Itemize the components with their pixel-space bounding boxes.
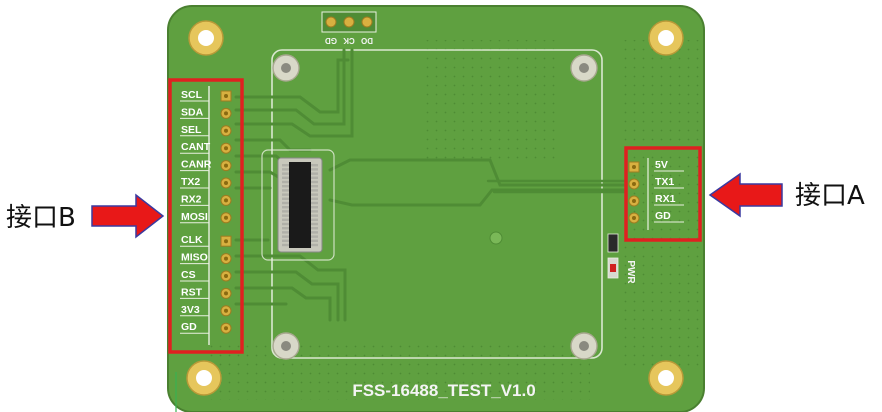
ic-pin — [311, 214, 318, 217]
ic-pin — [311, 227, 318, 230]
top-header-label-ck: CK — [343, 36, 355, 45]
interface-a-pin-label: TX1 — [655, 176, 674, 188]
interface-b-pin-label: SEL — [181, 124, 202, 136]
interface-a-pin-label: 5V — [655, 159, 668, 171]
ic-pin — [311, 222, 318, 226]
fiducial — [489, 231, 503, 245]
interface-b-pin-hole — [224, 256, 228, 261]
ic-pin — [282, 185, 289, 188]
ic-pin — [282, 176, 289, 179]
inner-outline — [271, 49, 603, 359]
ic-pin — [282, 197, 289, 200]
arrow-to-interface-a — [708, 172, 783, 218]
interface-b-pin-hole — [224, 111, 228, 116]
interface-a-highlight — [624, 146, 702, 242]
ic-pin — [311, 180, 318, 184]
interface-b-pin-hole — [224, 215, 228, 220]
interface-b-pin-label: CANR — [181, 159, 212, 171]
interface-a-pin-hole — [632, 182, 636, 186]
interface-a-pin-label: GD — [655, 210, 671, 222]
interface-b-pin-label: CLK — [181, 234, 203, 246]
interface-b-pin-label: MOSI — [181, 211, 208, 223]
pwr-label: PWR — [625, 260, 636, 284]
ic-pin — [282, 239, 289, 242]
interface-b-pin-hole — [224, 198, 228, 203]
interface-b-pin-label: TX2 — [181, 176, 200, 188]
interface-b-pin-label: CANT — [181, 141, 211, 153]
interface-b-pin-label: MISO — [181, 252, 208, 264]
ic-pin — [282, 235, 289, 238]
ic-pin — [311, 185, 318, 188]
ic-pin — [282, 168, 289, 171]
interface-b-pin-hole — [224, 181, 228, 185]
ic-chip — [277, 157, 323, 253]
interface-b-highlight — [168, 78, 244, 354]
interface-b-pin-label: RX2 — [181, 193, 202, 205]
interface-a-pin-label: RX1 — [655, 193, 676, 205]
ic-pin — [311, 206, 318, 209]
interface-a-pin-hole — [632, 165, 636, 169]
arrow-to-interface-b — [91, 193, 165, 239]
ic-pin — [282, 206, 289, 209]
interface-a-pin-hole — [632, 199, 636, 203]
ic-pin — [282, 214, 289, 217]
mounting-holes — [186, 20, 684, 396]
interface-a-pin-hole — [632, 216, 636, 220]
ic-pin — [282, 164, 289, 167]
interface-b-pin-hole — [224, 146, 228, 151]
ic-pin — [311, 218, 318, 221]
ic-pin — [311, 197, 318, 200]
ic-pin — [282, 210, 289, 213]
pwr-led: PWR — [607, 233, 636, 284]
ic-pin — [311, 235, 318, 238]
ic-pin — [282, 222, 289, 226]
ic-pin — [311, 201, 318, 205]
ic-pin — [311, 239, 318, 242]
top-header: GD CK DO — [321, 11, 377, 45]
interface-b-pin-hole — [224, 239, 228, 244]
ic-pin — [311, 210, 318, 213]
interface-b-pin-hole — [224, 128, 228, 133]
board-title: FSS-16488_TEST_V1.0 — [352, 381, 535, 400]
trace-area — [261, 149, 335, 261]
interface-b-pin-hole — [224, 291, 228, 296]
interface-b-pin-label: 3V3 — [181, 304, 200, 316]
interface-b-pin-label: RST — [181, 286, 203, 298]
interface-b-pin-hole — [224, 274, 228, 278]
interface-b-pin-hole — [224, 94, 228, 98]
interface-b-pin-label: GD — [181, 321, 197, 333]
interface-b-pin-hole — [224, 163, 228, 168]
ic-pin — [282, 227, 289, 230]
interface-b-pin-label: CS — [181, 269, 196, 281]
callout-interface-b: 接口B — [6, 203, 76, 233]
ic-pin — [282, 193, 289, 196]
ic-pin — [282, 189, 289, 192]
pcb-board — [167, 5, 705, 412]
ic-pin — [311, 193, 318, 196]
top-header-label-do: DO — [361, 36, 373, 45]
top-header-label-gd: GD — [325, 36, 337, 45]
interface-b-pin-hole — [224, 308, 228, 313]
ic-pin — [311, 243, 318, 247]
ic-pin — [282, 243, 289, 247]
ic-pin — [282, 180, 289, 184]
ic-pin — [311, 176, 318, 179]
via-field-top — [420, 40, 560, 160]
ic-pin — [311, 164, 318, 167]
interface-b-pin-label: SCL — [181, 89, 203, 101]
ic-pin — [311, 189, 318, 192]
ic-pin — [282, 172, 289, 175]
ic-pin — [311, 168, 318, 171]
ic-pin — [311, 172, 318, 175]
ic-pin — [282, 218, 289, 221]
ic-pin — [282, 231, 289, 234]
interface-b-pin-label: SDA — [181, 106, 204, 118]
interface-b-pin-hole — [224, 326, 228, 331]
callout-interface-a: 接口A — [795, 181, 865, 211]
ic-pin — [282, 201, 289, 205]
ic-pin — [311, 231, 318, 234]
